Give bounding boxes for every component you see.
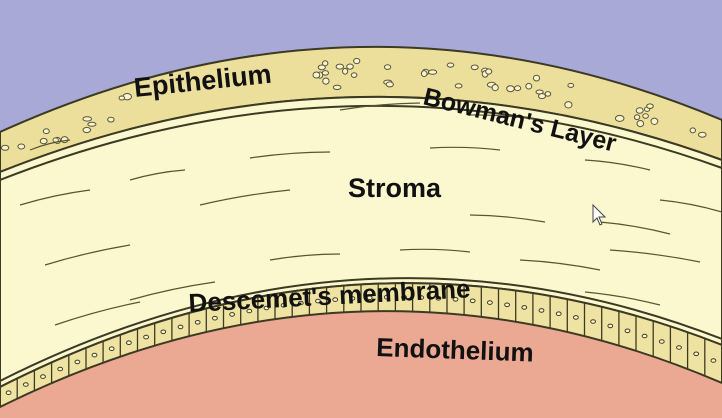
- epithelium-cell: [533, 75, 539, 81]
- epithelium-cell: [634, 115, 639, 120]
- epithelium-cell: [515, 86, 521, 91]
- epithelium-cell: [636, 108, 643, 114]
- epithelium-cell: [384, 65, 390, 70]
- epithelium-cell: [429, 70, 437, 74]
- endothelium-nucleus: [109, 347, 114, 351]
- epithelium-cell: [351, 73, 357, 78]
- endothelium-nucleus: [126, 341, 131, 345]
- endothelium-nucleus: [178, 325, 183, 329]
- endothelium-nucleus: [711, 359, 716, 363]
- epithelium-cell: [343, 68, 348, 74]
- endothelium-nucleus: [625, 329, 630, 333]
- endothelium-nucleus: [41, 375, 46, 379]
- epithelium-cell: [336, 64, 343, 69]
- endothelium-nucleus: [677, 346, 682, 350]
- endothelium-nucleus: [591, 320, 596, 324]
- epithelium-cell: [88, 122, 96, 126]
- epithelium-cell: [83, 127, 91, 132]
- epithelium-cell: [615, 115, 624, 121]
- epithelium-cell: [61, 137, 68, 143]
- epithelium-cell: [643, 114, 649, 118]
- label-endothelium: Endothelium: [376, 332, 534, 367]
- endothelium-nucleus: [694, 352, 699, 356]
- epithelium-cell: [354, 58, 360, 63]
- endothelium-nucleus: [213, 316, 218, 320]
- epithelium-cell: [323, 61, 328, 66]
- endothelium-nucleus: [75, 360, 80, 364]
- epithelium-cell: [651, 118, 658, 124]
- epithelium-cell: [486, 69, 492, 74]
- endothelium-nucleus: [195, 321, 200, 325]
- epithelium-cell: [108, 117, 114, 122]
- epithelium-cell: [539, 94, 546, 99]
- epithelium-cell: [507, 86, 515, 92]
- epithelium-cell: [568, 83, 574, 87]
- epithelium-cell: [565, 102, 572, 108]
- endothelium-nucleus: [659, 340, 664, 344]
- epithelium-cell: [699, 132, 707, 137]
- epithelium-cell: [386, 82, 393, 87]
- epithelium-cell: [333, 85, 341, 89]
- epithelium-cell: [322, 71, 328, 76]
- endothelium-nucleus: [92, 353, 97, 357]
- epithelium-cell: [119, 96, 124, 100]
- label-stroma: Stroma: [348, 173, 442, 203]
- epithelium-cell: [492, 85, 498, 91]
- epithelium-cell: [447, 63, 454, 67]
- epithelium-cell: [43, 129, 49, 134]
- endothelium-nucleus: [505, 303, 510, 307]
- epithelium-cell: [323, 78, 329, 84]
- epithelium-cell: [83, 117, 92, 121]
- epithelium-cell: [1, 145, 8, 150]
- epithelium-cell: [637, 121, 644, 127]
- endothelium-nucleus: [574, 316, 579, 320]
- epithelium-cell: [647, 104, 654, 109]
- endothelium-nucleus: [6, 391, 11, 395]
- endothelium-nucleus: [556, 312, 561, 316]
- endothelium-nucleus: [58, 367, 63, 371]
- epithelium-cell: [690, 128, 695, 133]
- epithelium-cell: [471, 65, 478, 70]
- epithelium-cell: [421, 71, 427, 77]
- epithelium-cell: [18, 144, 25, 149]
- endothelium-nucleus: [642, 334, 647, 338]
- epithelium-cell: [40, 138, 47, 143]
- endothelium-nucleus: [488, 301, 493, 305]
- endothelium-nucleus: [23, 383, 28, 387]
- epithelium-cell: [313, 72, 320, 78]
- endothelium-nucleus: [539, 309, 544, 313]
- endothelium-nucleus: [144, 335, 149, 339]
- endothelium-nucleus: [522, 306, 527, 310]
- endothelium-nucleus: [608, 324, 613, 328]
- endothelium-nucleus: [161, 330, 166, 334]
- epithelium-cell: [455, 84, 462, 88]
- epithelium-cell: [526, 83, 532, 89]
- epithelium-cell: [347, 64, 354, 69]
